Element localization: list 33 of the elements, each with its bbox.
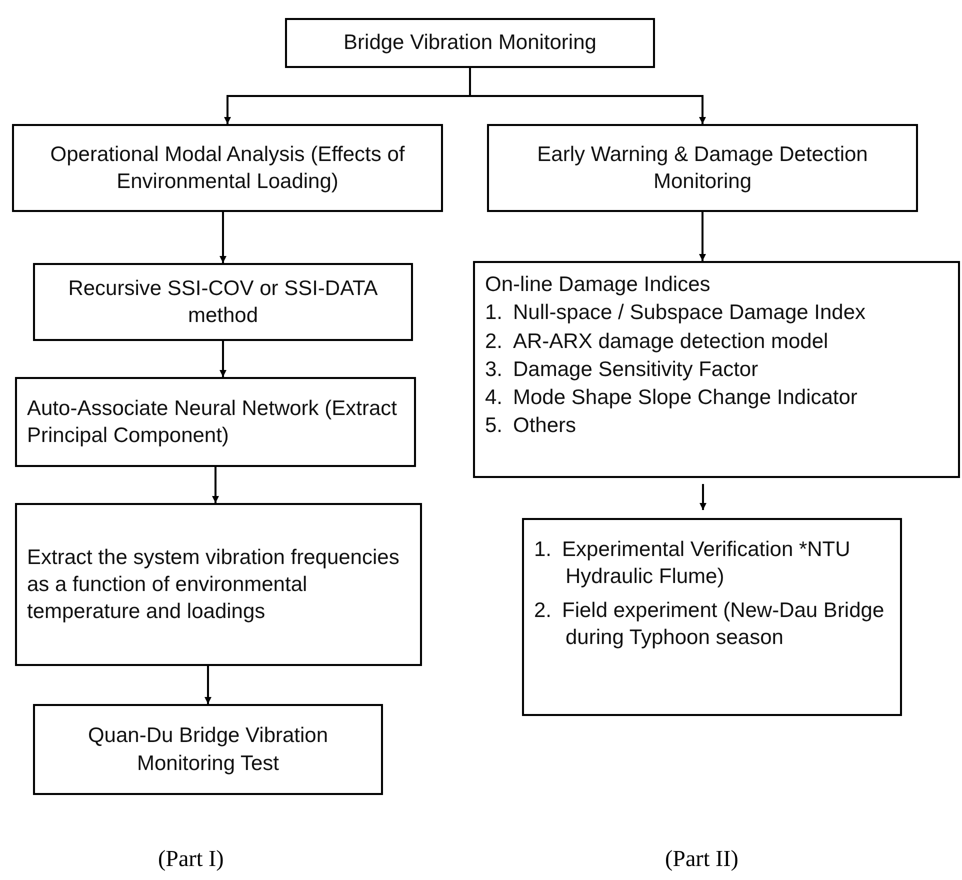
box-label: Early Warning & Damage Detection Monitoring (536, 142, 869, 195)
process-box (12, 124, 443, 212)
box-label: Bridge Vibration Monitoring (342, 30, 598, 56)
list-item: 3. Damage Sensitivity Factor (485, 356, 760, 383)
arrow (700, 484, 706, 510)
list-item: 2. AR-ARX damage detection model (485, 328, 830, 355)
arrow (212, 467, 219, 503)
list-item: 5. Others (485, 413, 578, 440)
list-item: 4. Mode Shape Slope Change Indicator (485, 385, 858, 412)
arrow (220, 212, 226, 263)
process-box (33, 263, 413, 341)
box-label: Quan-Du Bridge Vibration Monitoring Test (86, 723, 330, 776)
process-box (33, 704, 383, 795)
list-item: 2. Field experiment (New-Dau Bridge during Typhoon season (534, 598, 886, 651)
arrow (204, 666, 212, 704)
box-label: Extract the system vibration frequencies as a function of environmental temperature and loadings (27, 544, 400, 626)
part-label: (Part I) (158, 846, 224, 872)
list-item: 1. Experimental Verification *NTU Hydraulic Flume) (534, 537, 852, 590)
title-box (285, 18, 655, 68)
list-box (522, 518, 902, 716)
process-box (487, 124, 918, 212)
arrow (469, 68, 706, 124)
list-heading: On-line Damage Indices (485, 272, 712, 298)
list-box (473, 261, 960, 478)
box-label: Operational Modal Analysis (Effects of Environmental Loading) (49, 142, 406, 195)
box-label: Auto-Associate Neural Network (Extract Principal Component) (27, 396, 398, 449)
process-box (15, 503, 422, 666)
arrow (699, 212, 706, 261)
process-box (15, 377, 416, 467)
list-item: 1. Null-space / Subspace Damage Index (485, 300, 867, 326)
part-label: (Part II) (665, 846, 738, 872)
arrow (220, 341, 226, 377)
box-label: Recursive SSI-COV or SSI-DATA method (67, 276, 379, 329)
